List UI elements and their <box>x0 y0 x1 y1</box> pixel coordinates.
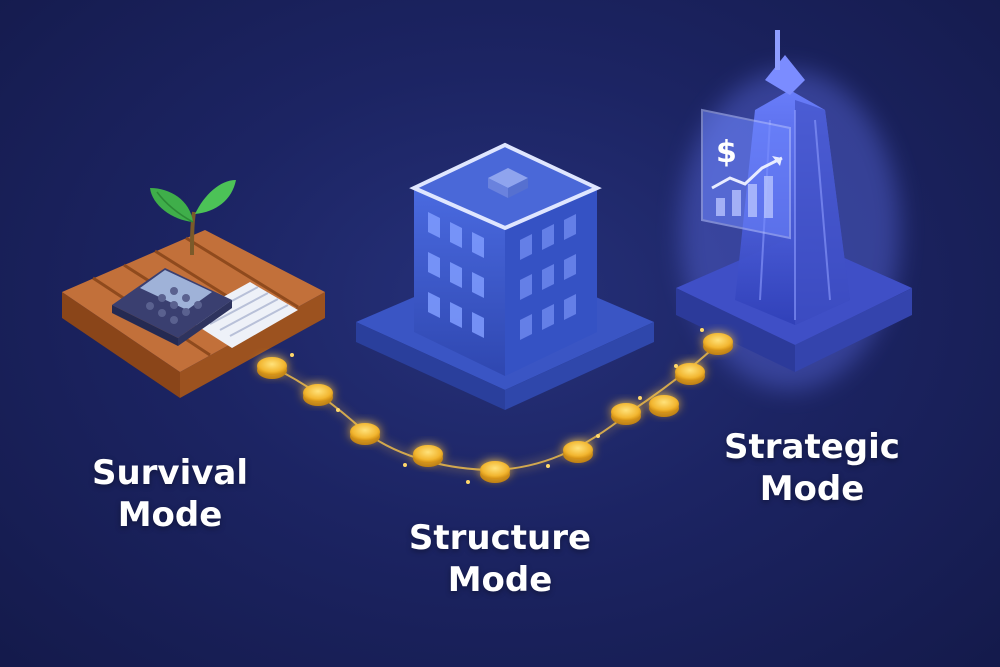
coin-icon <box>303 384 333 406</box>
strategic-mode-line1: Strategic <box>724 427 900 467</box>
sparkles <box>290 328 704 484</box>
survival-mode-line2: Mode <box>117 495 223 535</box>
coin-icon <box>611 403 641 425</box>
coin-trail <box>257 333 733 483</box>
structure-building <box>356 142 654 410</box>
structure-mode-line1: Structure <box>408 518 592 558</box>
coin-icon <box>563 441 593 463</box>
strategic-mode-line2: Mode <box>759 469 865 509</box>
coin-icon <box>257 357 287 379</box>
survival-mode-line1: Survival <box>91 453 249 493</box>
coin-icon <box>649 395 679 417</box>
strategic-tower: $ <box>676 30 912 372</box>
chart-panel: $ <box>701 108 791 240</box>
coin-icon <box>350 423 380 445</box>
survival-mode-label: Survival Mode <box>30 452 310 536</box>
strategic-mode-label: Strategic Mode <box>672 426 952 510</box>
structure-mode-label: Structure Mode <box>360 517 640 601</box>
coin-icon <box>413 445 443 467</box>
coin-icon <box>703 333 733 355</box>
coin-icon <box>480 461 510 483</box>
calculator-icon <box>112 268 232 346</box>
sprout-icon <box>150 180 236 256</box>
coin-icon <box>675 363 705 385</box>
structure-mode-line2: Mode <box>447 560 553 600</box>
dollar-sign-icon: $ <box>716 135 737 170</box>
